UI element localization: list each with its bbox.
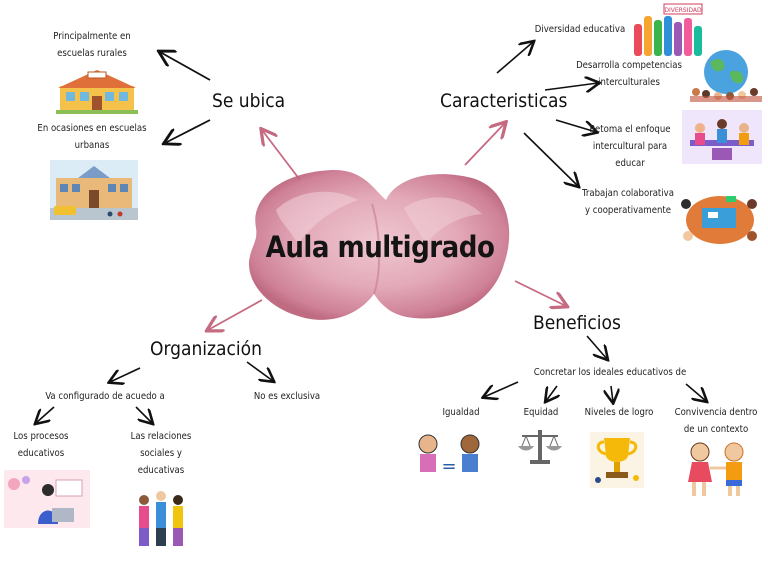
label-urbana: En ocasiones en escuelas urbanas [37, 123, 147, 151]
center-title: Aula multigrado [265, 230, 495, 264]
heading-caracteristicas: Caracteristicas [440, 90, 568, 112]
center-watercolor-blob [248, 169, 510, 320]
arrow-enfoque [555, 119, 596, 132]
label-rural: Principalmente en escuelas rurales [53, 31, 131, 59]
diversity-hands-illustration: DIVERSIDAD [634, 3, 703, 56]
label-colaborativa: Trabajan colaborativa y cooperativamente [582, 188, 674, 216]
label-enfoque: Retoma el enfoque intercultural para edu… [589, 124, 671, 169]
equality-illustration: = [418, 434, 480, 477]
educational-process-illustration [4, 470, 90, 528]
label-equidad: Equidad [523, 407, 559, 418]
label-relaciones: Las relaciones sociales y educativas [130, 431, 192, 476]
teamwork-table-illustration [681, 196, 757, 244]
arrow-convivencia [685, 383, 706, 401]
label-procesos: Los procesos educativos [13, 431, 69, 459]
arrow-to-caracteristicas [464, 123, 505, 166]
heading-beneficios: Beneficios [533, 312, 621, 334]
arrow-colaborativa [523, 132, 578, 186]
arrow-exclusiva [246, 361, 273, 381]
arrow-diversidad [496, 42, 533, 74]
label-concretar: Concretar los ideales educativos de [533, 367, 687, 378]
arrow-concretar [586, 335, 607, 359]
arrow-to-organizacion [208, 299, 263, 330]
scale-equity-illustration [518, 430, 562, 464]
arrow-igualdad [484, 381, 519, 397]
arrow-procesos [36, 406, 55, 423]
heading-se-ubica: Se ubica [212, 90, 286, 112]
arrow-configurado [110, 367, 141, 382]
trophy-achievement-illustration [590, 432, 644, 488]
label-logro: Niveles de logro [584, 407, 654, 418]
label-igualdad: Igualdad [442, 407, 480, 418]
arrow-logro [611, 385, 613, 402]
social-relations-illustration [139, 491, 183, 546]
intercultural-classroom-illustration [682, 110, 762, 164]
heading-organizacion: Organización [150, 338, 262, 360]
label-diversidad: Diversidad educativa [534, 24, 626, 35]
arrow-to-beneficios [514, 280, 566, 306]
kids-together-illustration [688, 442, 744, 496]
rural-school-illustration [56, 70, 138, 114]
label-convivencia: Convivencia dentro de un contexto [674, 407, 758, 435]
arrow-relaciones [135, 406, 152, 423]
label-configurado: Va configurado de acuedo a [45, 391, 165, 402]
equals-sign: = [441, 456, 456, 477]
label-competencias: Desarrolla competencias interculturales [576, 60, 682, 88]
arrow-rural [160, 52, 211, 81]
arrow-to-se-ubica [262, 130, 301, 181]
arrow-urbana [165, 119, 211, 143]
globe-people-illustration [690, 50, 762, 102]
arrow-equidad [546, 385, 557, 401]
diversity-sign-text: DIVERSIDAD [664, 7, 702, 14]
urban-school-illustration [50, 160, 138, 220]
label-exclusiva: No es exclusiva [253, 391, 321, 402]
arrow-competencias [544, 83, 598, 90]
